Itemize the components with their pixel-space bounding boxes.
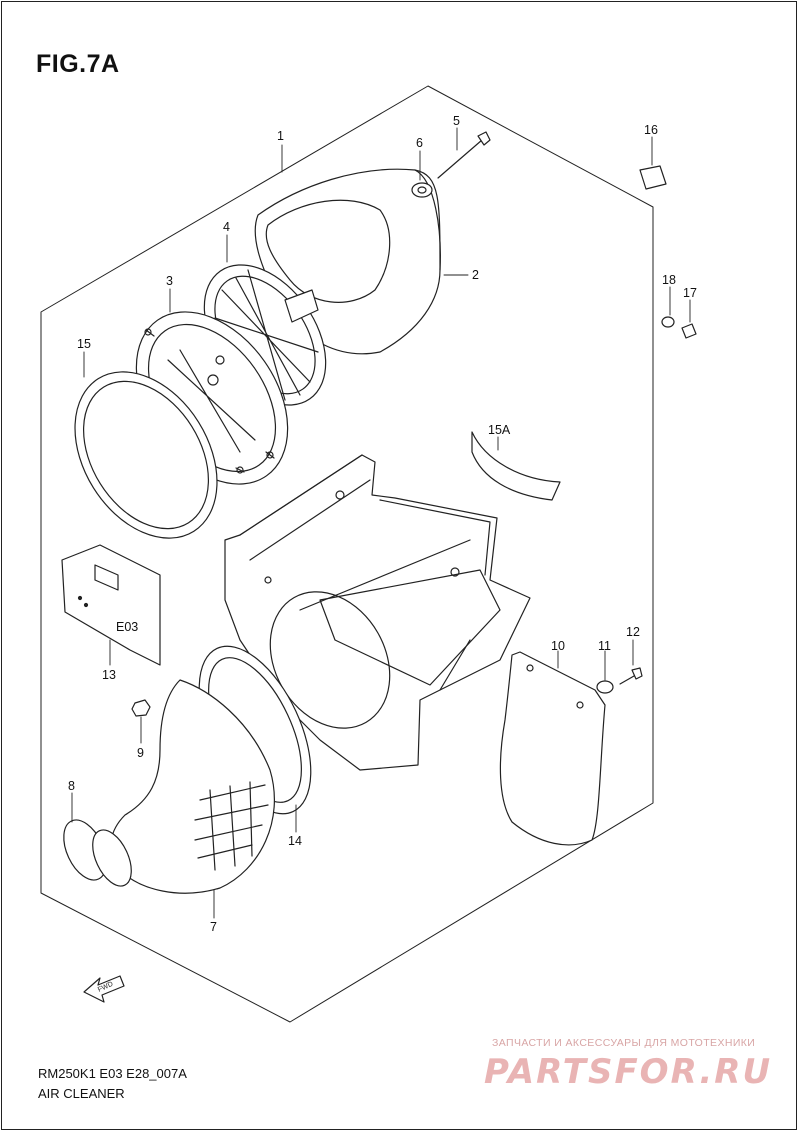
part-13-plate[interactable] [61,544,161,666]
part-15a-seal-strip[interactable] [471,431,561,501]
part-5-bolt[interactable] [437,131,491,179]
part-7-inlet-duct[interactable] [110,679,275,894]
part-8-clamp-band[interactable] [55,813,139,892]
callout-2: 2 [472,268,479,282]
callout-15a: 15A [488,423,511,437]
callout-1: 1 [277,129,284,143]
callout-13: 13 [102,668,116,682]
assembly-boundary [40,85,654,1023]
leader-lines [71,127,691,919]
callout-11: 11 [598,639,611,653]
callout-10: 10 [551,639,565,653]
part-17-bolt[interactable] [681,323,697,339]
callout-14: 14 [288,834,302,848]
figure-title: FIG.7A [36,50,120,78]
part-9-nut[interactable] [131,699,151,717]
watermark-logo: PARTSFOR.RU [484,1052,773,1092]
callout-12: 12 [626,625,640,639]
watermark-tagline: ЗАПЧАСТИ И АКСЕССУАРЫ ДЛЯ МОТОТЕХНИКИ [492,1037,756,1049]
callout-labels: 1 2 3 4 5 6 7 8 9 10 11 12 13 14 15 15A … [68,114,697,934]
diagram-code: RM250K1 E03 E28_007A [38,1066,187,1081]
callout-3: 3 [166,274,173,288]
plate-marking: E03 [116,620,138,634]
callout-4: 4 [223,220,230,234]
callout-16: 16 [644,123,658,137]
callout-15: 15 [77,337,91,351]
callout-17: 17 [683,286,697,300]
part-12-screw[interactable] [619,667,643,685]
part-15-gasket[interactable] [46,346,247,564]
callout-6: 6 [416,136,423,150]
diagram-name: AIR CLEANER [38,1086,125,1101]
part-10-mud-guard[interactable] [499,651,606,846]
part-6-washer[interactable] [411,182,433,198]
part-16-clip[interactable] [639,165,667,190]
callout-8: 8 [68,779,75,793]
part-18-washer[interactable] [661,316,675,328]
callout-7: 7 [210,920,217,934]
callout-5: 5 [453,114,460,128]
callout-9: 9 [137,746,144,760]
part-11-washer[interactable] [596,680,614,694]
fwd-arrow: FWD [83,975,125,1003]
callout-18: 18 [662,273,676,287]
